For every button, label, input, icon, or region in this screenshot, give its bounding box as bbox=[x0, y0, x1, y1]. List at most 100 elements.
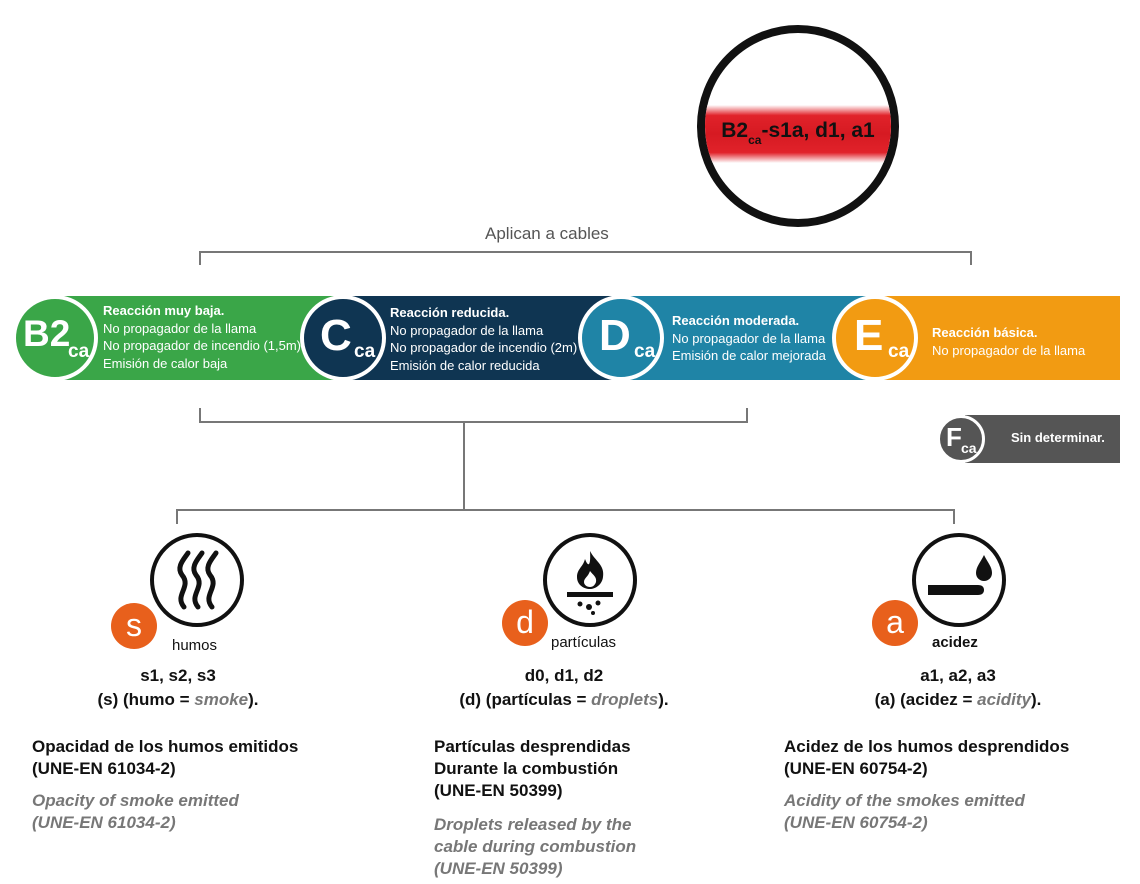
mid-bracket-right bbox=[746, 408, 748, 422]
segment-cca bbox=[340, 296, 620, 380]
class-e-title: Reacción básica. bbox=[932, 325, 1038, 340]
class-e-line: No propagador de la llama bbox=[932, 342, 1086, 358]
segment-eca bbox=[880, 296, 1120, 380]
acidity-codes-block: a1, a2, a3 (a) (acidez = acidity). bbox=[808, 664, 1108, 712]
top-bracket-right bbox=[970, 251, 972, 265]
smoke-definition: (s) (humo = smoke). bbox=[28, 688, 328, 712]
class-b2-title: Reacción muy baja. bbox=[103, 303, 225, 318]
smoke-label: humos bbox=[172, 637, 218, 654]
classification-badge: B2ca-s1a, d1, a1 bbox=[697, 25, 899, 227]
class-b2-line: No propagador de la llama bbox=[103, 320, 257, 336]
f-class-circle: F ca bbox=[937, 415, 985, 463]
segment-dca-text: Reacción moderada. No propagador de la l… bbox=[672, 312, 826, 365]
bottom-bracket-left bbox=[176, 509, 178, 524]
smoke-codes-block: s1, s2, s3 (s) (humo = smoke). bbox=[28, 664, 328, 712]
smoke-def-post: ). bbox=[248, 690, 259, 709]
class-e-sub: ca bbox=[888, 341, 910, 362]
droplets-es-line: Durante la combustión bbox=[434, 759, 619, 778]
acidity-es-line: Acidez de los humos desprendidos bbox=[784, 737, 1070, 756]
class-c-letter: C bbox=[320, 311, 352, 360]
badge-main: B2 bbox=[721, 119, 749, 142]
smoke-en-line: (UNE-EN 61034-2) bbox=[32, 813, 176, 832]
top-bracket-bar bbox=[199, 251, 972, 253]
class-circle-eca: E ca bbox=[832, 295, 918, 381]
segment-cca-text: Reacción reducida. No propagador de la l… bbox=[390, 304, 577, 374]
class-circle-b2ca: B2 ca bbox=[12, 295, 98, 381]
acidity-definition: (a) (acidez = acidity). bbox=[808, 688, 1108, 712]
badge-sub: ca bbox=[748, 133, 762, 147]
caption-applies-to-cables: Aplican a cables bbox=[485, 224, 609, 243]
smoke-description-en: Opacity of smoke emitted (UNE-EN 61034-2… bbox=[32, 790, 239, 834]
acidity-description-en: Acidity of the smokes emitted (UNE-EN 60… bbox=[784, 790, 1025, 834]
droplets-codes: d0, d1, d2 bbox=[524, 666, 604, 685]
acidity-en-line: (UNE-EN 60754-2) bbox=[784, 813, 928, 832]
class-d-line: No propagador de la llama bbox=[672, 330, 826, 346]
droplets-def-post: ). bbox=[658, 690, 669, 709]
smoke-codes: s1, s2, s3 bbox=[140, 666, 216, 685]
mid-bracket-bar bbox=[199, 421, 748, 423]
class-c-line: Emisión de calor reducida bbox=[390, 357, 540, 373]
class-d-sub: ca bbox=[634, 341, 656, 362]
acidity-es-line: (UNE-EN 60754-2) bbox=[784, 759, 928, 778]
droplets-en-line: Droplets released by the bbox=[434, 815, 632, 834]
smoke-def-word: smoke bbox=[194, 690, 249, 709]
droplets-en-line: (UNE-EN 50399) bbox=[434, 859, 563, 878]
acidity-description-es: Acidez de los humos desprendidos (UNE-EN… bbox=[784, 736, 1069, 780]
acidity-def-word: acidity bbox=[977, 690, 1031, 709]
class-d-title: Reacción moderada. bbox=[672, 313, 800, 328]
class-circle-dca: D ca bbox=[578, 295, 664, 381]
segment-b2ca-text: Reacción muy baja. No propagador de la l… bbox=[103, 302, 301, 372]
f-class-tag: Sin determinar. bbox=[965, 415, 1120, 463]
class-c-sub: ca bbox=[354, 341, 376, 362]
class-c-line: No propagador de incendio (2m) bbox=[390, 340, 578, 355]
acidity-def-pre: (a) (acidez = bbox=[874, 690, 978, 709]
badge-code: B2ca-s1a, d1, a1 bbox=[705, 119, 891, 147]
acidity-codes: a1, a2, a3 bbox=[920, 666, 996, 685]
class-b2-sub: ca bbox=[68, 341, 90, 362]
droplets-description-en: Droplets released by the cable during co… bbox=[434, 814, 636, 880]
smoke-icon bbox=[150, 533, 244, 627]
letter-d-badge: d bbox=[502, 600, 548, 646]
droplets-def-word: droplets bbox=[591, 690, 659, 709]
acidity-icon bbox=[912, 533, 1006, 627]
class-b2-letter: B2 bbox=[23, 313, 71, 354]
f-class-label: Sin determinar. bbox=[1011, 430, 1105, 445]
class-d-letter: D bbox=[599, 311, 631, 360]
segment-eca-text: Reacción básica. No propagador de la lla… bbox=[932, 324, 1085, 359]
droplets-codes-block: d0, d1, d2 (d) (partículas = droplets). bbox=[414, 664, 714, 712]
badge-rest: -s1a, d1, a1 bbox=[761, 119, 875, 142]
smoke-en-line: Opacity of smoke emitted bbox=[32, 791, 239, 810]
mid-bracket-left bbox=[199, 408, 201, 422]
smoke-description-es: Opacidad de los humos emitidos (UNE-EN 6… bbox=[32, 736, 298, 780]
droplets-description-es: Partículas desprendidas Durante la combu… bbox=[434, 736, 631, 802]
class-d-line: Emisión de calor mejorada bbox=[672, 348, 826, 363]
smoke-def-pre: (s) (humo = bbox=[97, 690, 195, 709]
letter-a-badge: a bbox=[872, 600, 918, 646]
bottom-bracket-right bbox=[953, 509, 955, 524]
class-c-line: No propagador de la llama bbox=[390, 322, 544, 338]
mid-connector bbox=[463, 423, 465, 510]
smoke-es-line: Opacidad de los humos emitidos bbox=[32, 737, 299, 756]
class-circle-cca: C ca bbox=[300, 295, 386, 381]
class-b2-line: No propagador de incendio (1,5m) bbox=[103, 338, 302, 353]
acidity-label: acidez bbox=[932, 634, 978, 651]
droplets-definition: (d) (partículas = droplets). bbox=[414, 688, 714, 712]
acidity-def-post: ). bbox=[1030, 690, 1042, 709]
f-class-letter: F bbox=[946, 422, 962, 452]
top-bracket-left bbox=[199, 251, 201, 265]
bottom-bracket-bar bbox=[176, 509, 955, 511]
droplets-def-pre: (d) (partículas = bbox=[459, 690, 592, 709]
red-band bbox=[705, 105, 891, 163]
droplets-es-line: (UNE-EN 50399) bbox=[434, 781, 563, 800]
class-b2-line: Emisión de calor baja bbox=[103, 355, 228, 371]
f-class-sub: ca bbox=[961, 440, 977, 456]
droplets-es-line: Partículas desprendidas bbox=[434, 737, 631, 756]
droplets-en-line: cable during combustion bbox=[434, 837, 637, 856]
acidity-en-line: Acidity of the smokes emitted bbox=[784, 791, 1025, 810]
droplets-label: partículas bbox=[551, 634, 617, 651]
droplets-icon bbox=[543, 533, 637, 627]
class-c-title: Reacción reducida. bbox=[390, 305, 510, 320]
letter-s-badge: s bbox=[111, 603, 157, 649]
smoke-es-line: (UNE-EN 61034-2) bbox=[32, 759, 176, 778]
class-e-letter: E bbox=[854, 311, 884, 360]
